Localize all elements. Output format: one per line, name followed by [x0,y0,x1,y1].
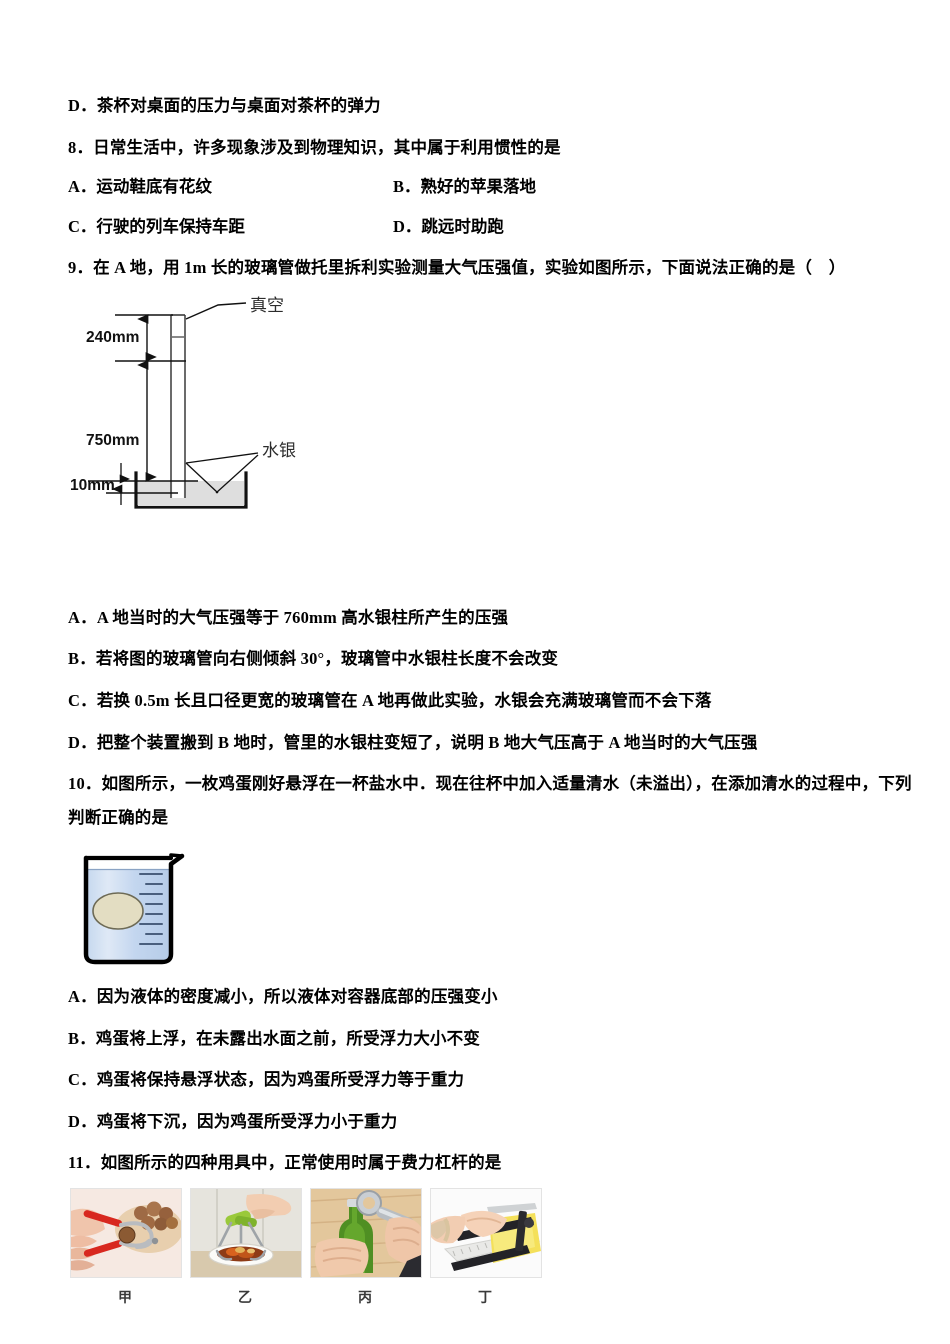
egg-shape [92,892,144,930]
q10-option-c: C．鸡蛋将保持悬浮状态，因为鸡蛋所受浮力等于重力 [68,1070,465,1090]
q9-stem: 9．在 A 地，用 1m 长的玻璃管做托里拆利实验测量大气压强值，实验如图所示，… [68,258,846,278]
label-mercury-text: 水银 [262,441,296,460]
nutcracker-photo [70,1188,182,1278]
q10-stem-line1: 10．如图所示，一枚鸡蛋刚好悬浮在一杯盐水中．现在往杯中加入适量清水（未溢出），… [68,774,912,794]
q10-option-b: B．鸡蛋将上浮，在未露出水面之前，所受浮力大小不变 [68,1028,481,1048]
q11-tool-photos: 甲 [70,1188,898,1307]
q9-option-c: C．若换 0.5m 长且口径更宽的玻璃管在 A 地再做此实验，水银会充满玻璃管而… [68,690,712,710]
q10-stem-line2: 判断正确的是 [68,807,169,827]
q8-options-row-1: A．运动鞋底有花纹 B．熟好的苹果落地 [68,174,898,200]
svg-text:240mm: 240mm [86,329,139,346]
q11-stem: 11．如图所示的四种用具中，正常使用时属于费力杠杆的是 [68,1153,502,1173]
q9-option-d: D．把整个装置搬到 B 地时，管里的水银柱变短了，说明 B 地大气压高于 A 地… [68,732,758,752]
tool-caption-1: 甲 [118,1291,132,1306]
q8-option-a: A．运动鞋底有花纹 [68,177,212,197]
tool-item-3: 丙 [310,1188,422,1307]
q8-option-b: B．熟好的苹果落地 [393,177,537,197]
svg-text:10mm: 10mm [70,477,115,494]
nutcracker-handles [83,1210,123,1257]
q9-option-a: A．A 地当时的大气压强等于 760mm 高水银柱所产生的压强 [68,607,509,627]
q8-options-row-2: C．行驶的列车保持车距 D．跳远时助跑 [68,214,898,240]
q8-stem: 8．日常生活中，许多现象涉及到物理知识，其中属于利用惯性的是 [68,137,561,157]
tool-item-4: 丁 [430,1188,542,1307]
tool-item-2: 乙 [190,1188,302,1307]
page-content: D．茶杯对桌面的压力与桌面对茶杯的弹力 8．日常生活中，许多现象涉及到物理知识，… [68,0,912,1307]
paper-cutter-photo [430,1188,542,1278]
q10-option-a: A．因为液体的密度减小，所以液体对容器底部的压强变小 [68,987,498,1007]
tool-caption-4: 丁 [478,1291,492,1306]
tool-caption-3: 丙 [358,1291,372,1306]
bottle-opener-photo [310,1188,422,1278]
q9-option-b: B．若将图的玻璃管向右侧倾斜 30°，玻璃管中水银柱长度不会改变 [68,649,559,669]
beaker-with-egg-figure [70,842,190,972]
tool-caption-2: 乙 [238,1291,252,1306]
q10-option-d: D．鸡蛋将下沉，因为鸡蛋所受浮力小于重力 [68,1111,398,1131]
food [226,1247,255,1258]
q8-option-c: C．行驶的列车保持车距 [68,216,245,236]
graduation-marks [139,873,163,946]
label-vacuum-text: 真空 [250,296,284,315]
q7-option-d: D．茶杯对桌面的压力与桌面对茶杯的弹力 [68,96,381,115]
torricelli-barometer-figure: 240mm 750mm 10mm 真空 水银 [68,293,368,593]
svg-text:750mm: 750mm [86,432,139,449]
q8-option-d: D．跳远时助跑 [393,216,504,236]
tool-item-1: 甲 [70,1188,182,1307]
dish-clamp-photo [190,1188,302,1278]
